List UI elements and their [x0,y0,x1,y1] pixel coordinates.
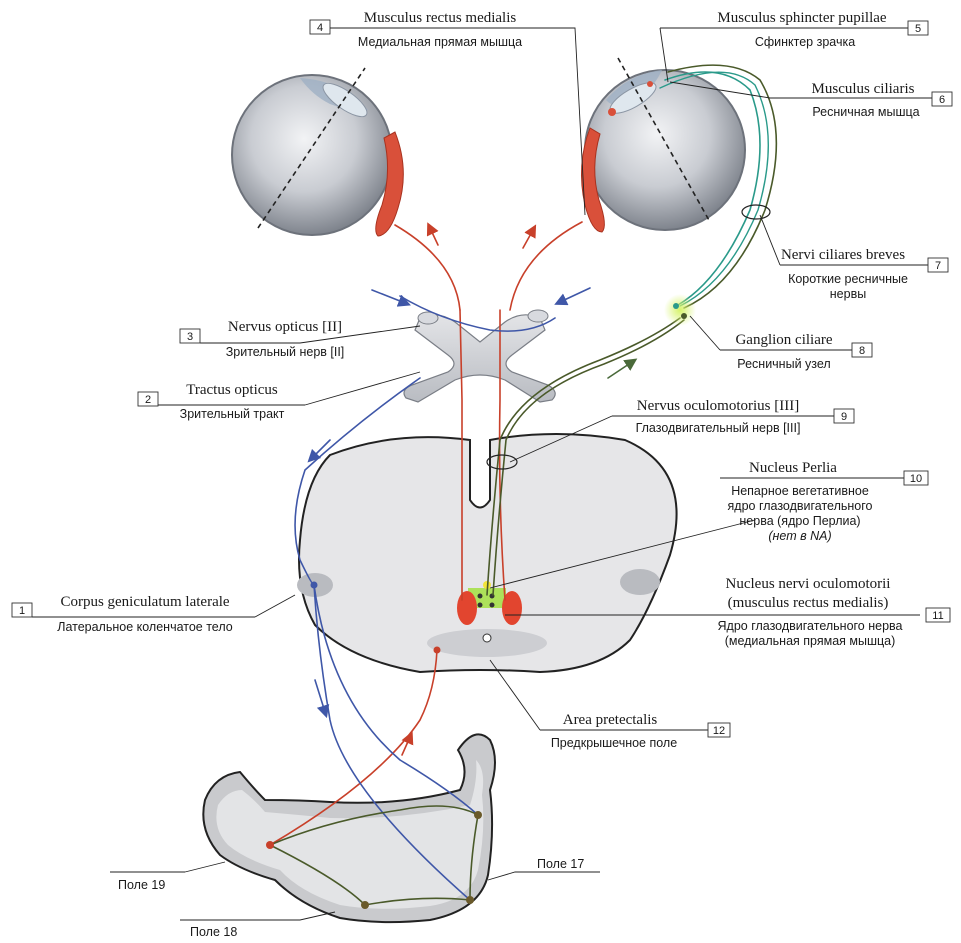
label-7-russian-2: нервы [830,287,866,301]
label-10-latin: Nucleus Perlia [749,460,837,476]
label-8-russian: Ресничный узел [737,357,830,371]
label-6-russian: Ресничная мышца [812,105,919,119]
label-1-russian: Латеральное коленчатое тело [57,620,233,634]
label-11-latin-1: Nucleus nervi oculomotorii [726,576,891,592]
label-1-number: 1 [19,605,25,617]
ciliary-nerves-loop [742,205,770,219]
label-rectus-medialis: 4 Musculus rectus medialis Медиальная пр… [310,10,546,49]
label-field-17: Поле 17 [520,857,600,872]
label-12-number: 12 [713,725,725,737]
field-18-text: Поле 18 [190,925,237,939]
label-7-latin: Nervi ciliares breves [781,247,905,263]
left-eyeball [232,68,392,235]
label-5-russian: Сфинктер зрачка [755,35,855,49]
label-area-pretectalis: Area pretectalis Предкрышечное поле 12 [540,712,730,750]
label-9-latin: Nervus oculomotorius [III] [637,398,799,414]
label-11-number: 11 [932,610,943,622]
label-ganglion-ciliare: Ganglion ciliare Ресничный узел 8 [720,332,872,371]
field-17-text: Поле 17 [537,857,584,871]
label-12-latin: Area pretectalis [563,712,658,728]
oculomotor-nucleus-left [457,591,477,625]
label-ciliaris: Musculus ciliaris Ресничная мышца 6 [800,81,952,119]
label-10-russian-1: Непарное вегетативное [731,484,869,498]
label-tractus-opticus: 2 Tractus opticus Зрительный тракт [138,382,305,421]
ciliary-ganglion [664,294,696,326]
label-9-number: 9 [841,411,847,423]
label-3-number: 3 [187,331,193,343]
label-5-number: 5 [915,23,921,35]
label-field-19: Поле 19 [110,872,185,892]
label-9-russian: Глазодвигательный нерв [III] [636,421,801,435]
label-nervus-opticus: 3 Nervus opticus [II] Зрительный нерв [I… [180,319,344,359]
label-nucleus-oculomotorii: Nucleus nervi oculomotorii (musculus rec… [718,576,951,648]
label-7-russian-1: Короткие ресничные [788,272,908,286]
label-12-russian: Предкрышечное поле [551,736,677,750]
right-eyeball [585,58,745,230]
label-2-number: 2 [145,394,151,406]
field-19-text: Поле 19 [118,878,165,892]
label-7-number: 7 [935,260,941,272]
label-field-18: Поле 18 [180,920,300,939]
label-6-latin: Musculus ciliaris [812,81,915,97]
label-10-number: 10 [910,473,922,485]
label-5-latin: Musculus sphincter pupillae [717,10,886,26]
label-11-latin-2: (musculus rectus medialis) [728,595,889,611]
label-4-number: 4 [317,22,323,34]
label-3-russian: Зрительный нерв [II] [226,345,345,359]
label-11-russian-1: Ядро глазодвигательного нерва [718,619,903,633]
label-8-number: 8 [859,345,865,357]
label-4-russian: Медиальная прямая мышца [358,35,522,49]
label-3-latin: Nervus opticus [II] [228,319,342,335]
label-10-note: (нет в NA) [768,529,831,543]
label-sphincter-pupillae: Musculus sphincter pupillae Сфинктер зра… [660,10,928,49]
label-nucleus-perlia: Nucleus Perlia Непарное вегетативное ядр… [720,460,928,543]
label-11-russian-2: (медиальная прямая мышца) [725,634,896,648]
label-4-latin: Musculus rectus medialis [364,10,517,26]
label-6-number: 6 [939,94,945,106]
label-ciliares-breves: Nervi ciliares breves Короткие ресничные… [780,247,948,301]
label-10-russian-2: ядро глазодвигательного [728,499,873,513]
label-oculomotorius: Nervus oculomotorius [III] Глазодвигател… [612,398,854,435]
label-2-latin: Tractus opticus [186,382,278,398]
label-10-russian-3: нерва (ядро Перлиа) [739,514,860,528]
label-1-latin: Corpus geniculatum laterale [60,594,229,610]
label-corpus-geniculatum: 1 Corpus geniculatum laterale Латерально… [12,594,255,634]
label-8-latin: Ganglion ciliare [735,332,832,348]
label-2-russian: Зрительный тракт [180,407,285,421]
